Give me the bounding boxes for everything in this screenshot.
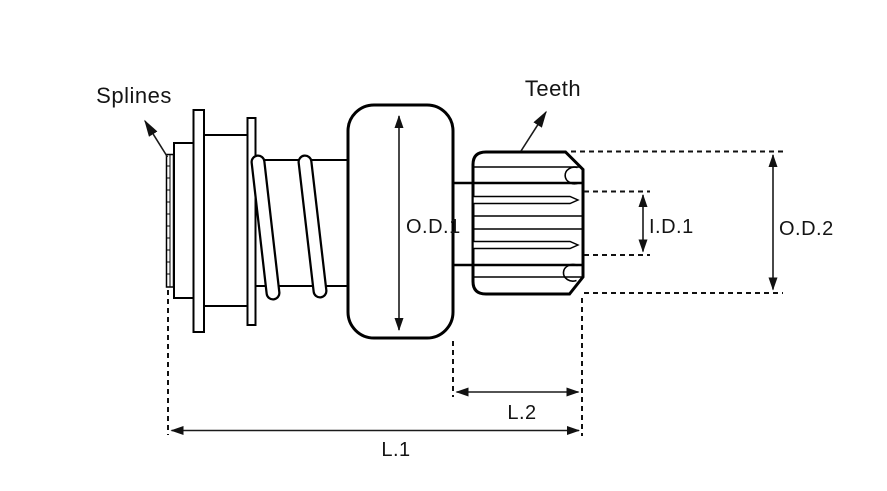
spline-ticks — [166, 165, 170, 275]
l1-label: L.1 — [381, 439, 410, 461]
od1-label: O.D.1 — [406, 216, 461, 238]
pinion-gear — [471, 150, 585, 296]
id1-label: I.D.1 — [649, 216, 694, 238]
spring-coil-2 — [297, 154, 328, 299]
l2-label: L.2 — [507, 402, 536, 424]
flange-disc-rear — [246, 117, 257, 326]
gear-teeth-lines — [473, 166, 583, 282]
spring-coil-1 — [250, 154, 281, 301]
tooth-round-top — [564, 166, 579, 185]
drive-assembly — [165, 103, 585, 340]
splines-label: Splines — [96, 83, 172, 108]
splines-leader-arrow — [144, 119, 169, 158]
mid-barrel — [202, 134, 250, 307]
collar — [173, 142, 195, 299]
teeth-leader-arrow — [520, 110, 547, 152]
splined-shaft-end — [165, 153, 175, 288]
flange-disc-front — [192, 109, 205, 333]
tooth-round-bottom — [562, 263, 578, 282]
od2-label: O.D.2 — [779, 218, 834, 240]
annotations: Splines Teeth O.D.1 I.D.1 O.D.2 L.2 L.1 — [96, 76, 834, 461]
teeth-label: Teeth — [525, 76, 581, 101]
